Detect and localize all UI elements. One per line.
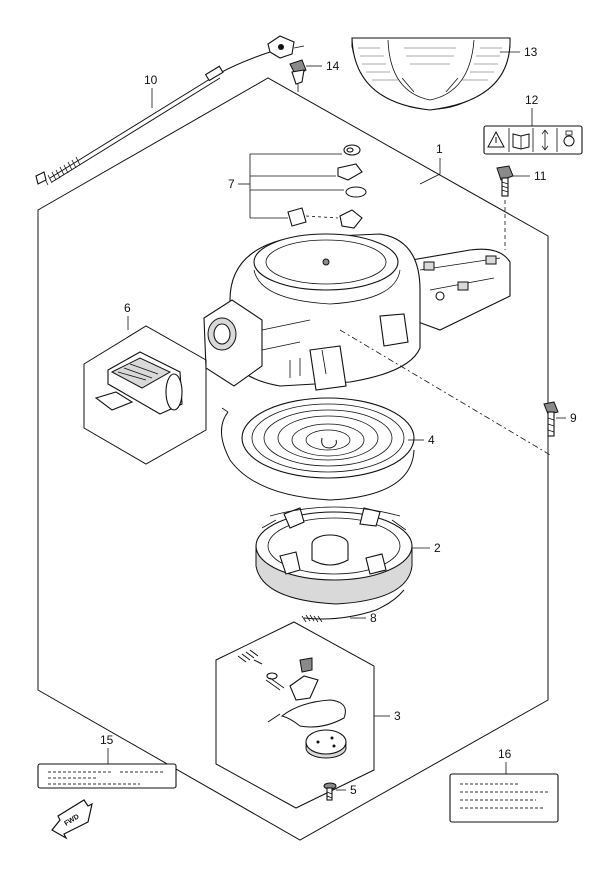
part-8-rope bbox=[301, 589, 405, 623]
part-7-group bbox=[238, 144, 367, 229]
part-14-clip bbox=[289, 59, 307, 92]
callout-12: 12 bbox=[525, 93, 539, 107]
part-5-screw bbox=[323, 782, 337, 801]
callout-11: 11 bbox=[534, 169, 547, 183]
part-6-box bbox=[83, 325, 207, 465]
part-3-box bbox=[215, 621, 375, 809]
part-16-label bbox=[449, 773, 559, 823]
bulb-icon bbox=[563, 130, 575, 147]
callout-5: 5 bbox=[350, 783, 357, 797]
callout-4: 4 bbox=[428, 433, 435, 447]
callout-3: 3 bbox=[394, 709, 401, 723]
part-13-arched-decal bbox=[351, 37, 511, 111]
callout-7: 7 bbox=[228, 177, 235, 191]
arrow-icon bbox=[541, 129, 549, 151]
callout-1: 1 bbox=[436, 142, 443, 156]
callout-6: 6 bbox=[124, 301, 131, 315]
assembly-outline bbox=[37, 77, 549, 841]
callout-2: 2 bbox=[434, 541, 441, 555]
callout-16: 16 bbox=[498, 747, 512, 761]
manual-book-icon bbox=[512, 133, 530, 150]
callout-15: 15 bbox=[100, 733, 114, 747]
cable-end-clip bbox=[267, 35, 305, 59]
fwd-arrow-icon: FWD bbox=[51, 799, 93, 840]
part-6-handle bbox=[94, 351, 183, 415]
part-3-ratchet-kit bbox=[237, 649, 347, 759]
part-10-cable bbox=[35, 35, 305, 186]
callout-9: 9 bbox=[570, 411, 577, 425]
part-4-spring bbox=[221, 397, 415, 501]
part-11-bolt bbox=[496, 165, 514, 197]
part-15-label bbox=[37, 763, 177, 789]
warning-triangle-icon bbox=[487, 130, 505, 148]
part-2-reel bbox=[255, 506, 413, 605]
part-9-bolt bbox=[543, 401, 559, 437]
callout-13: 13 bbox=[524, 45, 538, 59]
callout-10: 10 bbox=[144, 73, 158, 87]
callout-14: 14 bbox=[326, 59, 340, 73]
part-12-warning-label bbox=[483, 125, 583, 155]
callout-8: 8 bbox=[370, 611, 377, 625]
recoil-starter-housing bbox=[203, 233, 511, 391]
